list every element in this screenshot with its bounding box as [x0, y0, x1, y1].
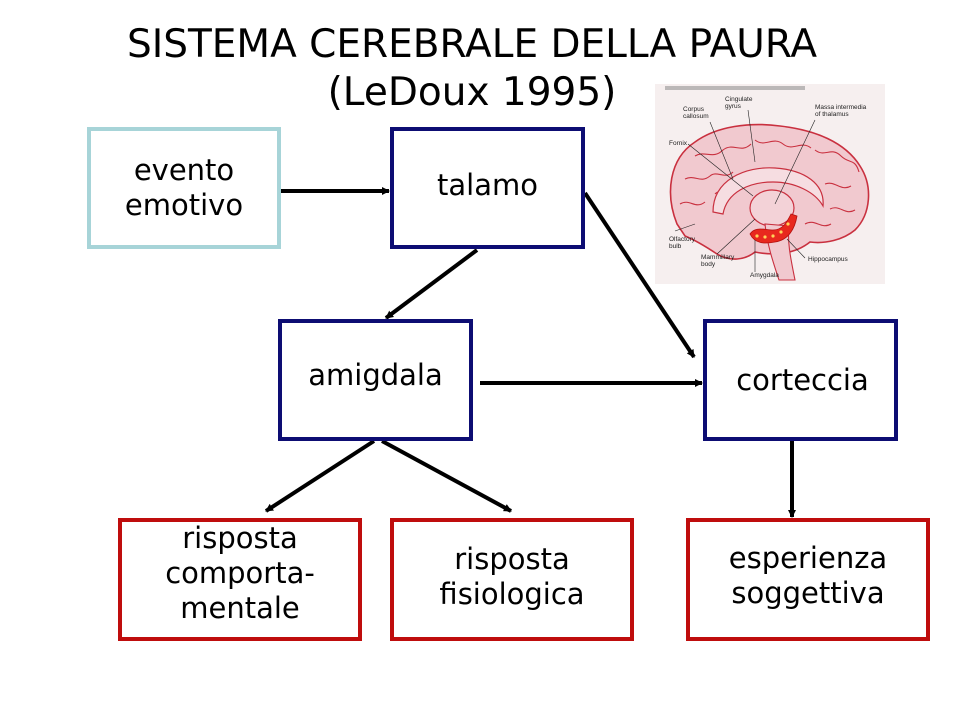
- brain-label-hippocampus: Hippocampus: [808, 256, 848, 263]
- node-label: risposta: [454, 541, 570, 576]
- node-evento-emotivo: evento emotivo: [87, 127, 281, 249]
- node-label: fisiologica: [439, 576, 585, 611]
- cropped-caption-smudge: [665, 86, 805, 90]
- node-label: mentale: [180, 591, 300, 625]
- node-label: soggettiva: [731, 575, 885, 610]
- node-label: comporta-: [165, 556, 315, 590]
- node-label: amigdala: [308, 357, 443, 392]
- brain-label-mammillary-body: Mammillary body: [701, 254, 735, 268]
- node-risposta-comportamentale: risposta comporta- mentale: [118, 518, 362, 641]
- node-label: risposta: [182, 521, 298, 555]
- arrow-talamo-to-amigdala: [384, 248, 479, 320]
- brain-label-cingulate-gyrus: Cingulate gyrus: [725, 96, 753, 110]
- page-title: SISTEMA CEREBRALE DELLA PAURA: [126, 22, 818, 67]
- node-label: corteccia: [736, 362, 869, 397]
- node-risposta-fisiologica: risposta fisiologica: [390, 518, 634, 641]
- node-label: talamo: [437, 167, 538, 202]
- node-esperienza-soggettiva: esperienza soggettiva: [686, 518, 930, 641]
- brain-corpus-callosum: [712, 167, 824, 215]
- label-leader-lines: [674, 109, 816, 272]
- brain-label-fornix: Fornix: [669, 140, 688, 147]
- node-corteccia: corteccia: [703, 319, 898, 441]
- brain-label-amygdala: Amygdala: [750, 272, 779, 279]
- brain-label-massa-intermedia: Massa intermedia of thalamus: [815, 104, 867, 118]
- brain-label-olfactory-bulb: Olfactory bulb: [669, 236, 696, 250]
- node-label: evento: [133, 153, 235, 187]
- node-label: emotivo: [124, 188, 244, 222]
- brain-label-corpus-callosum: Corpus callosum: [683, 106, 709, 120]
- arrow-amigdala-to-risposta-comportamentale: [264, 439, 376, 513]
- arrow-amigdala-to-risposta-fisiologica: [381, 439, 512, 513]
- brain-drawing: [669, 109, 870, 281]
- page-subtitle: (LeDoux 1995): [327, 70, 617, 115]
- brain-gyri: [679, 139, 860, 227]
- node-talamo: talamo: [390, 127, 585, 249]
- node-amigdala: amigdala: [278, 319, 473, 441]
- brain-illustration: Cingulate gyrus Corpus callosum Massa in…: [655, 84, 885, 284]
- brain-hippocampus-highlight: [749, 213, 798, 244]
- node-label: esperienza: [728, 540, 888, 575]
